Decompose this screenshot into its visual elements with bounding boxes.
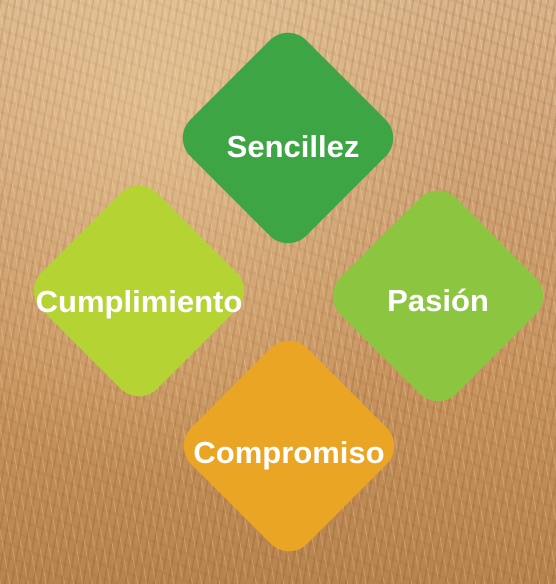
pasion-label: Pasión xyxy=(387,283,489,318)
compromiso-label: Compromiso xyxy=(193,435,385,470)
cumplimiento-label: Cumplimiento xyxy=(35,284,243,319)
sencillez-label: Sencillez xyxy=(226,129,360,164)
